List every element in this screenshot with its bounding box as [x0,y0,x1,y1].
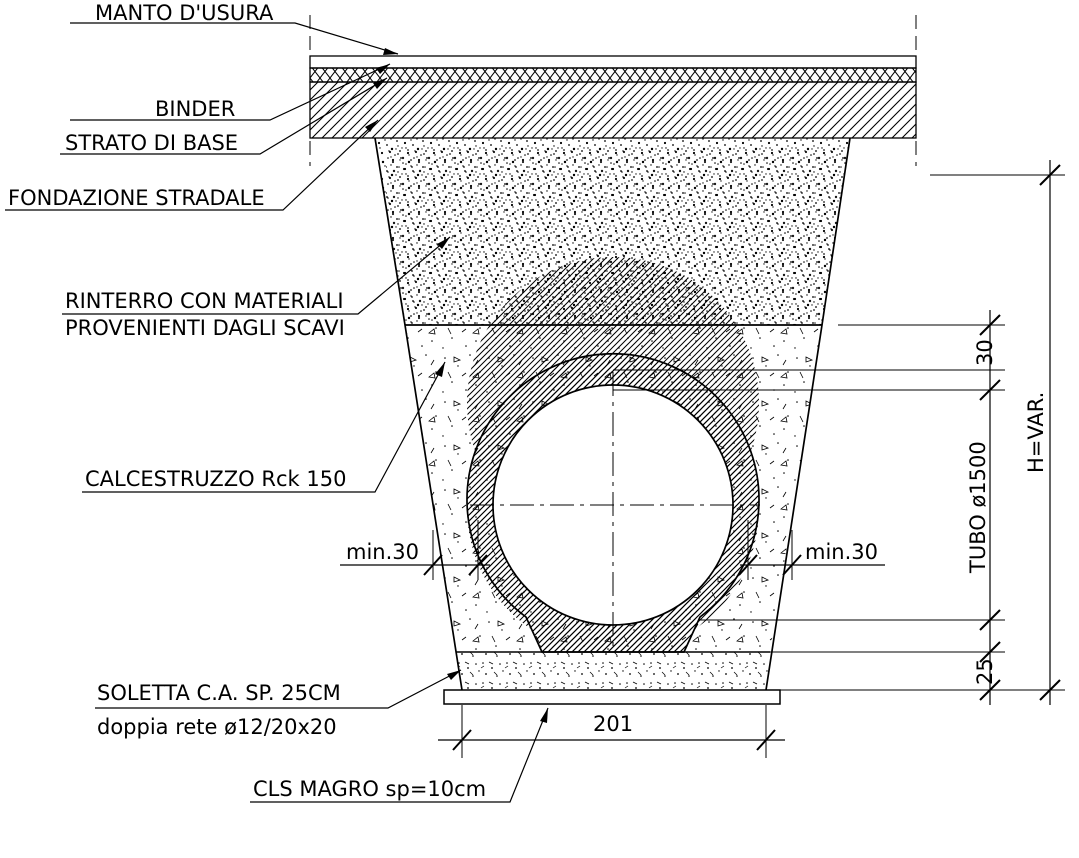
svg-text:min.30: min.30 [805,540,878,564]
dimension-min30-right: min.30 [738,520,885,580]
road-pavement [309,15,917,166]
svg-text:MANTO D'USURA: MANTO D'USURA [95,1,274,25]
dimension-width-201: 201 [438,705,785,758]
label-fondazione: FONDAZIONE STRADALE [5,119,379,211]
svg-text:H=VAR.: H=VAR. [1024,392,1048,473]
pipe-tubo [466,256,760,653]
svg-text:TUBO ø1500: TUBO ø1500 [966,441,990,574]
soletta-slab [456,651,770,690]
svg-text:SOLETTA C.A. SP. 25CM: SOLETTA C.A. SP. 25CM [97,681,341,705]
svg-text:FONDAZIONE STRADALE: FONDAZIONE STRADALE [8,186,265,210]
label-calcestruzzo: CALCESTRUZZO Rck 150 [82,361,446,493]
dimension-h-var: H=VAR. [930,160,1065,705]
label-soletta: SOLETTA C.A. SP. 25CM doppia rete ø12/20… [95,669,462,739]
svg-text:201: 201 [593,712,633,736]
cls-magro-base [443,689,781,705]
label-cls-magro: CLS MAGRO sp=10cm [250,707,549,803]
svg-text:CALCESTRUZZO Rck 150: CALCESTRUZZO Rck 150 [85,467,346,491]
dimension-vertical-chain: 30 TUBO ø1500 25 [613,310,1065,705]
svg-text:doppia rete ø12/20x20: doppia rete ø12/20x20 [97,715,337,739]
label-rinterro: RINTERRO CON MATERIALI PROVENIENTI DAGLI… [62,236,451,340]
svg-text:min.30: min.30 [346,540,419,564]
label-strato-base: STRATO DI BASE [60,77,388,155]
svg-text:CLS MAGRO sp=10cm: CLS MAGRO sp=10cm [253,777,486,801]
svg-text:30: 30 [973,339,997,366]
dimension-min30-left: min.30 [340,520,490,580]
svg-text:BINDER: BINDER [155,97,235,121]
svg-text:25: 25 [973,658,997,685]
label-binder: BINDER [70,63,391,121]
svg-text:STRATO DI BASE: STRATO DI BASE [65,131,238,155]
trench-backfill [375,138,850,325]
label-manto-usura: MANTO D'USURA [70,1,399,55]
svg-text:RINTERRO CON MATERIALI: RINTERRO CON MATERIALI [65,289,344,313]
svg-text:PROVENIENTI DAGLI SCAVI: PROVENIENTI DAGLI SCAVI [65,316,345,340]
